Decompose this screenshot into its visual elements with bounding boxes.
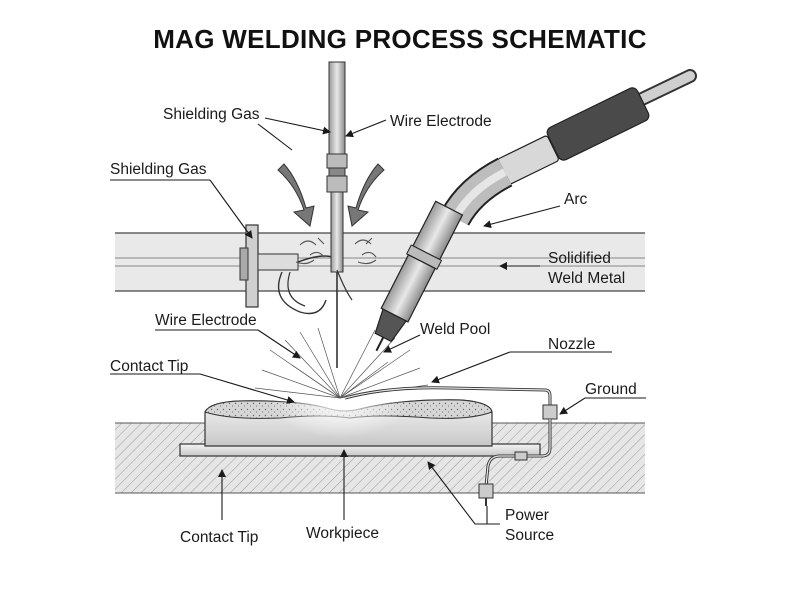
- label-ground: Ground: [585, 381, 637, 398]
- label-contact-tip-left: Contact Tip: [110, 358, 188, 375]
- leader-weld-pool: [383, 334, 421, 353]
- leader-ground-2: [559, 397, 586, 415]
- gas-fitting: [239, 224, 341, 315]
- gas-flow: [295, 237, 377, 265]
- label-shielding-gas-top: Shielding Gas: [163, 106, 260, 123]
- label-weld-metal: Weld Metal: [548, 270, 625, 287]
- leader-contact-tip-left-2: [199, 373, 295, 404]
- vertical-electrode: [326, 61, 353, 368]
- label-wire-electrode-left: Wire Electrode: [155, 312, 257, 329]
- leader-shielding-gas-top: [257, 123, 293, 151]
- gas-arrows: [277, 163, 385, 227]
- leader-wire-electrode-left-2: [257, 329, 301, 359]
- label-shielding-gas-left: Shielding Gas: [110, 161, 207, 178]
- leader-nozzle-2: [431, 351, 511, 384]
- leader-shielding-gas-left-2: [209, 179, 253, 239]
- ground-cable: [344, 386, 558, 506]
- label-weld-pool: Weld Pool: [420, 321, 490, 338]
- upper-band: [115, 232, 645, 292]
- diagram-title: MAG WELDING PROCESS SCHEMATIC: [153, 24, 647, 54]
- label-source: Source: [505, 527, 554, 544]
- leader-lines: [110, 117, 646, 525]
- leader-arc: [483, 205, 561, 229]
- leader-shielding-gas-top-2: [264, 117, 331, 135]
- label-wire-electrode-top: Wire Electrode: [390, 113, 492, 130]
- leader-wire-electrode-top: [345, 119, 387, 138]
- label-nozzle: Nozzle: [548, 336, 595, 353]
- label-arc: Arc: [564, 191, 588, 208]
- label-power: Power: [505, 507, 549, 524]
- label-solidified: Solidified: [548, 250, 611, 267]
- label-contact-tip-bottom: Contact Tip: [180, 529, 258, 546]
- leader-power-source: [427, 461, 500, 525]
- label-workpiece: Workpiece: [306, 525, 379, 542]
- welding-torch: [374, 69, 697, 352]
- arc-glow: [254, 327, 429, 438]
